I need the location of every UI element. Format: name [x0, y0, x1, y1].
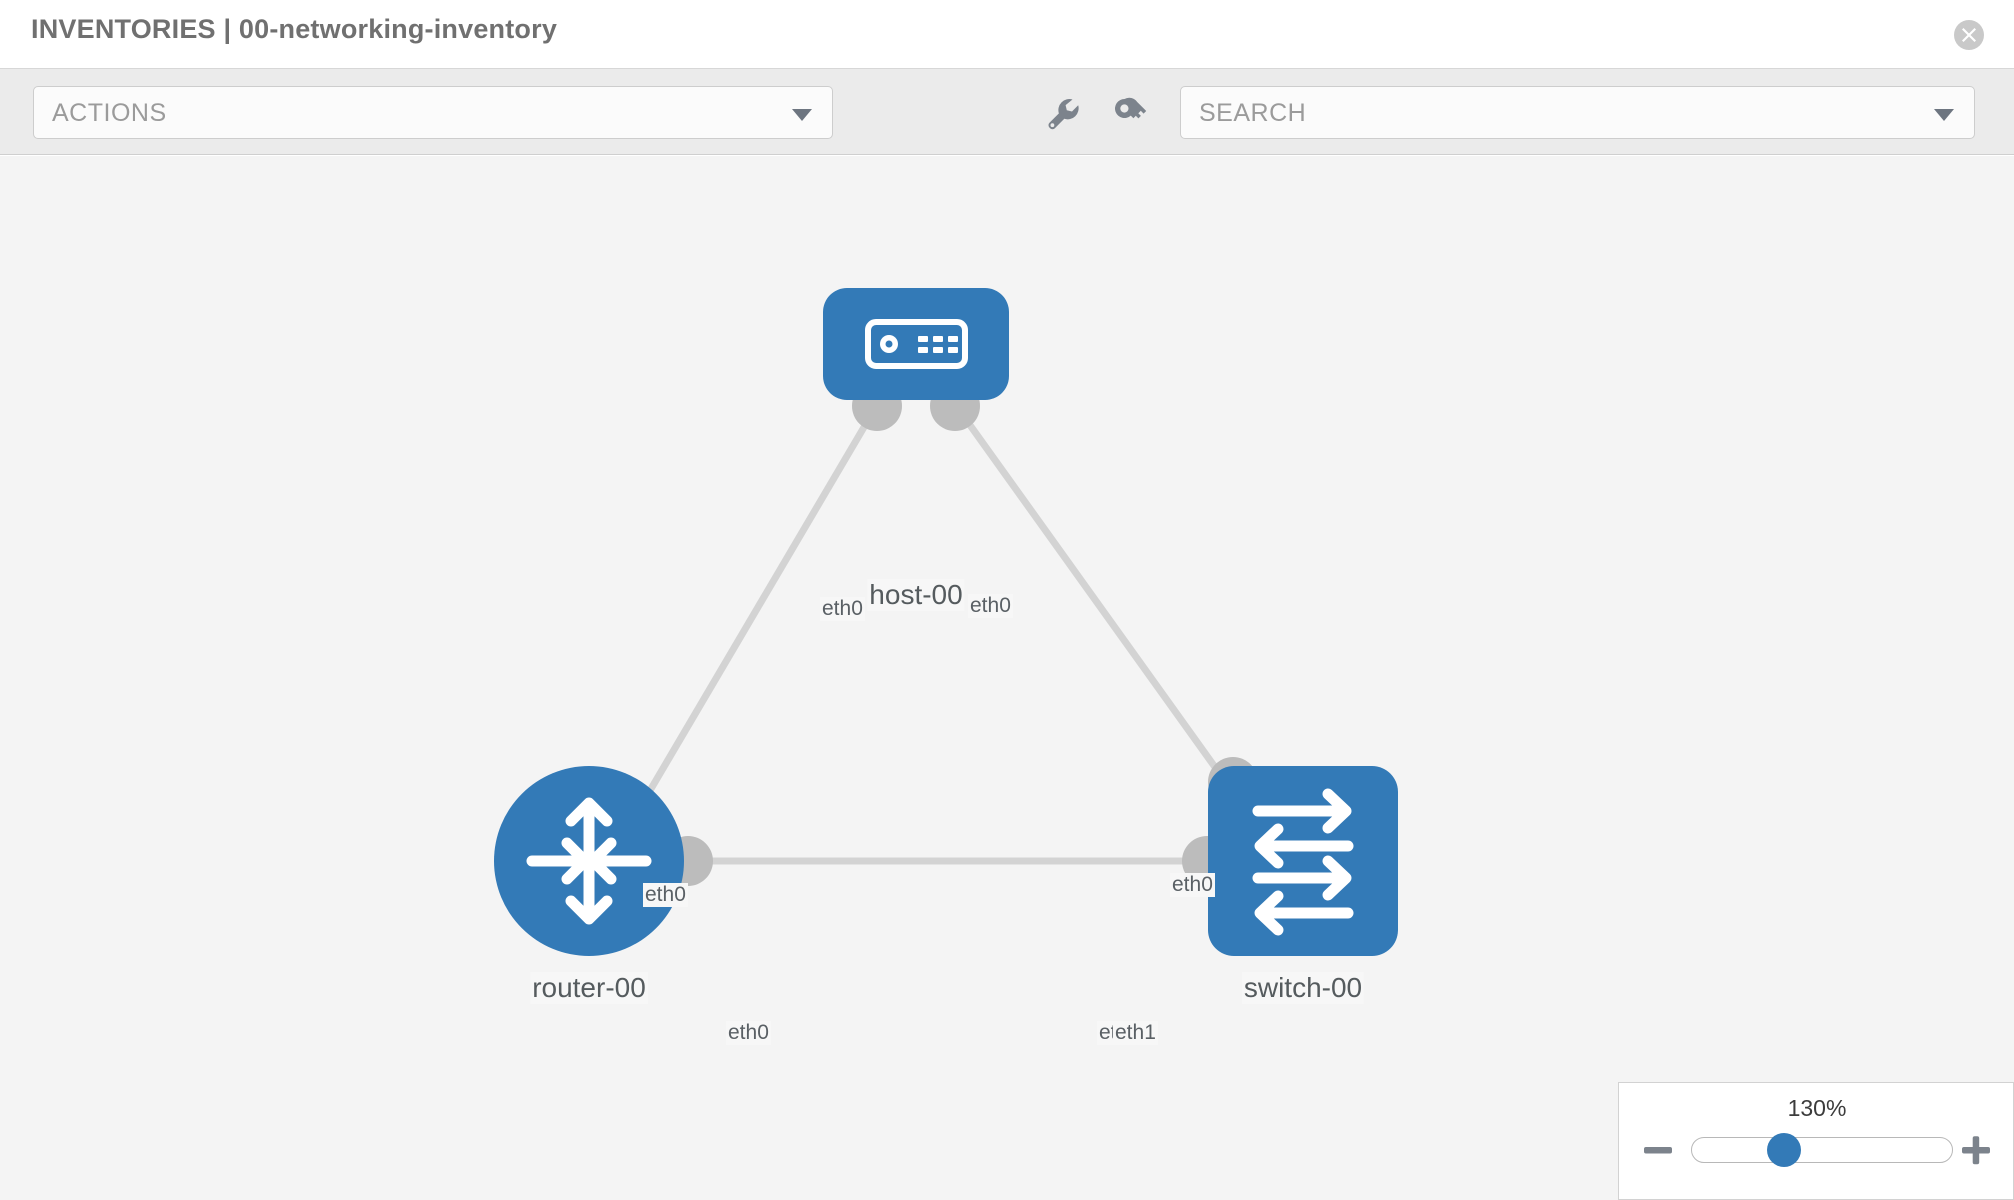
plus-icon[interactable] [1959, 1133, 1993, 1167]
server-icon-ports [918, 336, 958, 353]
search-input-value: SEARCH [1199, 99, 1307, 127]
switch-icon [1252, 788, 1354, 936]
node-host-00 [823, 288, 1009, 400]
actions-dropdown-label: ACTIONS [52, 99, 167, 127]
server-icon [865, 319, 968, 369]
search-input[interactable]: SEARCH [1180, 86, 1975, 139]
iface-label-router-uplink: eth0 [643, 883, 688, 907]
topology-endpoints [663, 381, 1258, 886]
iface-label-host-left: eth0 [820, 597, 865, 621]
router-icon [526, 797, 652, 925]
node-router-00 [494, 766, 684, 956]
actions-dropdown[interactable]: ACTIONS [33, 86, 833, 139]
node-host-00-shape [823, 288, 1009, 400]
topology-canvas[interactable]: host-00 router-00 switch-00 eth0 eth0 et… [0, 156, 2014, 1200]
node-label-router-00: router-00 [530, 972, 648, 1004]
iface-label-host-right: eth0 [968, 594, 1013, 618]
zoom-slider-track[interactable] [1691, 1137, 1953, 1163]
chevron-down-icon [792, 109, 812, 121]
iface-label-switch-uplink: eth0 [1170, 873, 1215, 897]
node-label-host-00: host-00 [867, 579, 965, 611]
node-switch-00 [1208, 766, 1398, 956]
wrench-icon[interactable] [1040, 91, 1084, 135]
iface-label-switch-eth1: eth1 [1113, 1021, 1158, 1045]
close-icon[interactable] [1954, 20, 1984, 50]
zoom-control: 130% [1618, 1082, 2014, 1200]
minus-icon[interactable] [1641, 1133, 1675, 1167]
toolbar: ACTIONS SEARCH [0, 69, 2014, 155]
page-title: INVENTORIES | 00-networking-inventory [31, 14, 558, 44]
page-header: INVENTORIES | 00-networking-inventory [0, 0, 2014, 69]
link-host-router [631, 398, 884, 818]
node-switch-00-shape [1208, 766, 1398, 956]
topology-graph [494, 288, 1398, 956]
node-label-switch-00: switch-00 [1241, 972, 1365, 1004]
topology-links [631, 397, 1253, 865]
key-icon[interactable] [1108, 91, 1152, 135]
link-host-switch [949, 397, 1253, 819]
iface-label-router-eth0: eth0 [726, 1021, 771, 1045]
chevron-down-icon [1934, 109, 1954, 121]
zoom-slider-thumb[interactable] [1767, 1133, 1801, 1167]
zoom-percent-label: 130% [1787, 1095, 1847, 1121]
